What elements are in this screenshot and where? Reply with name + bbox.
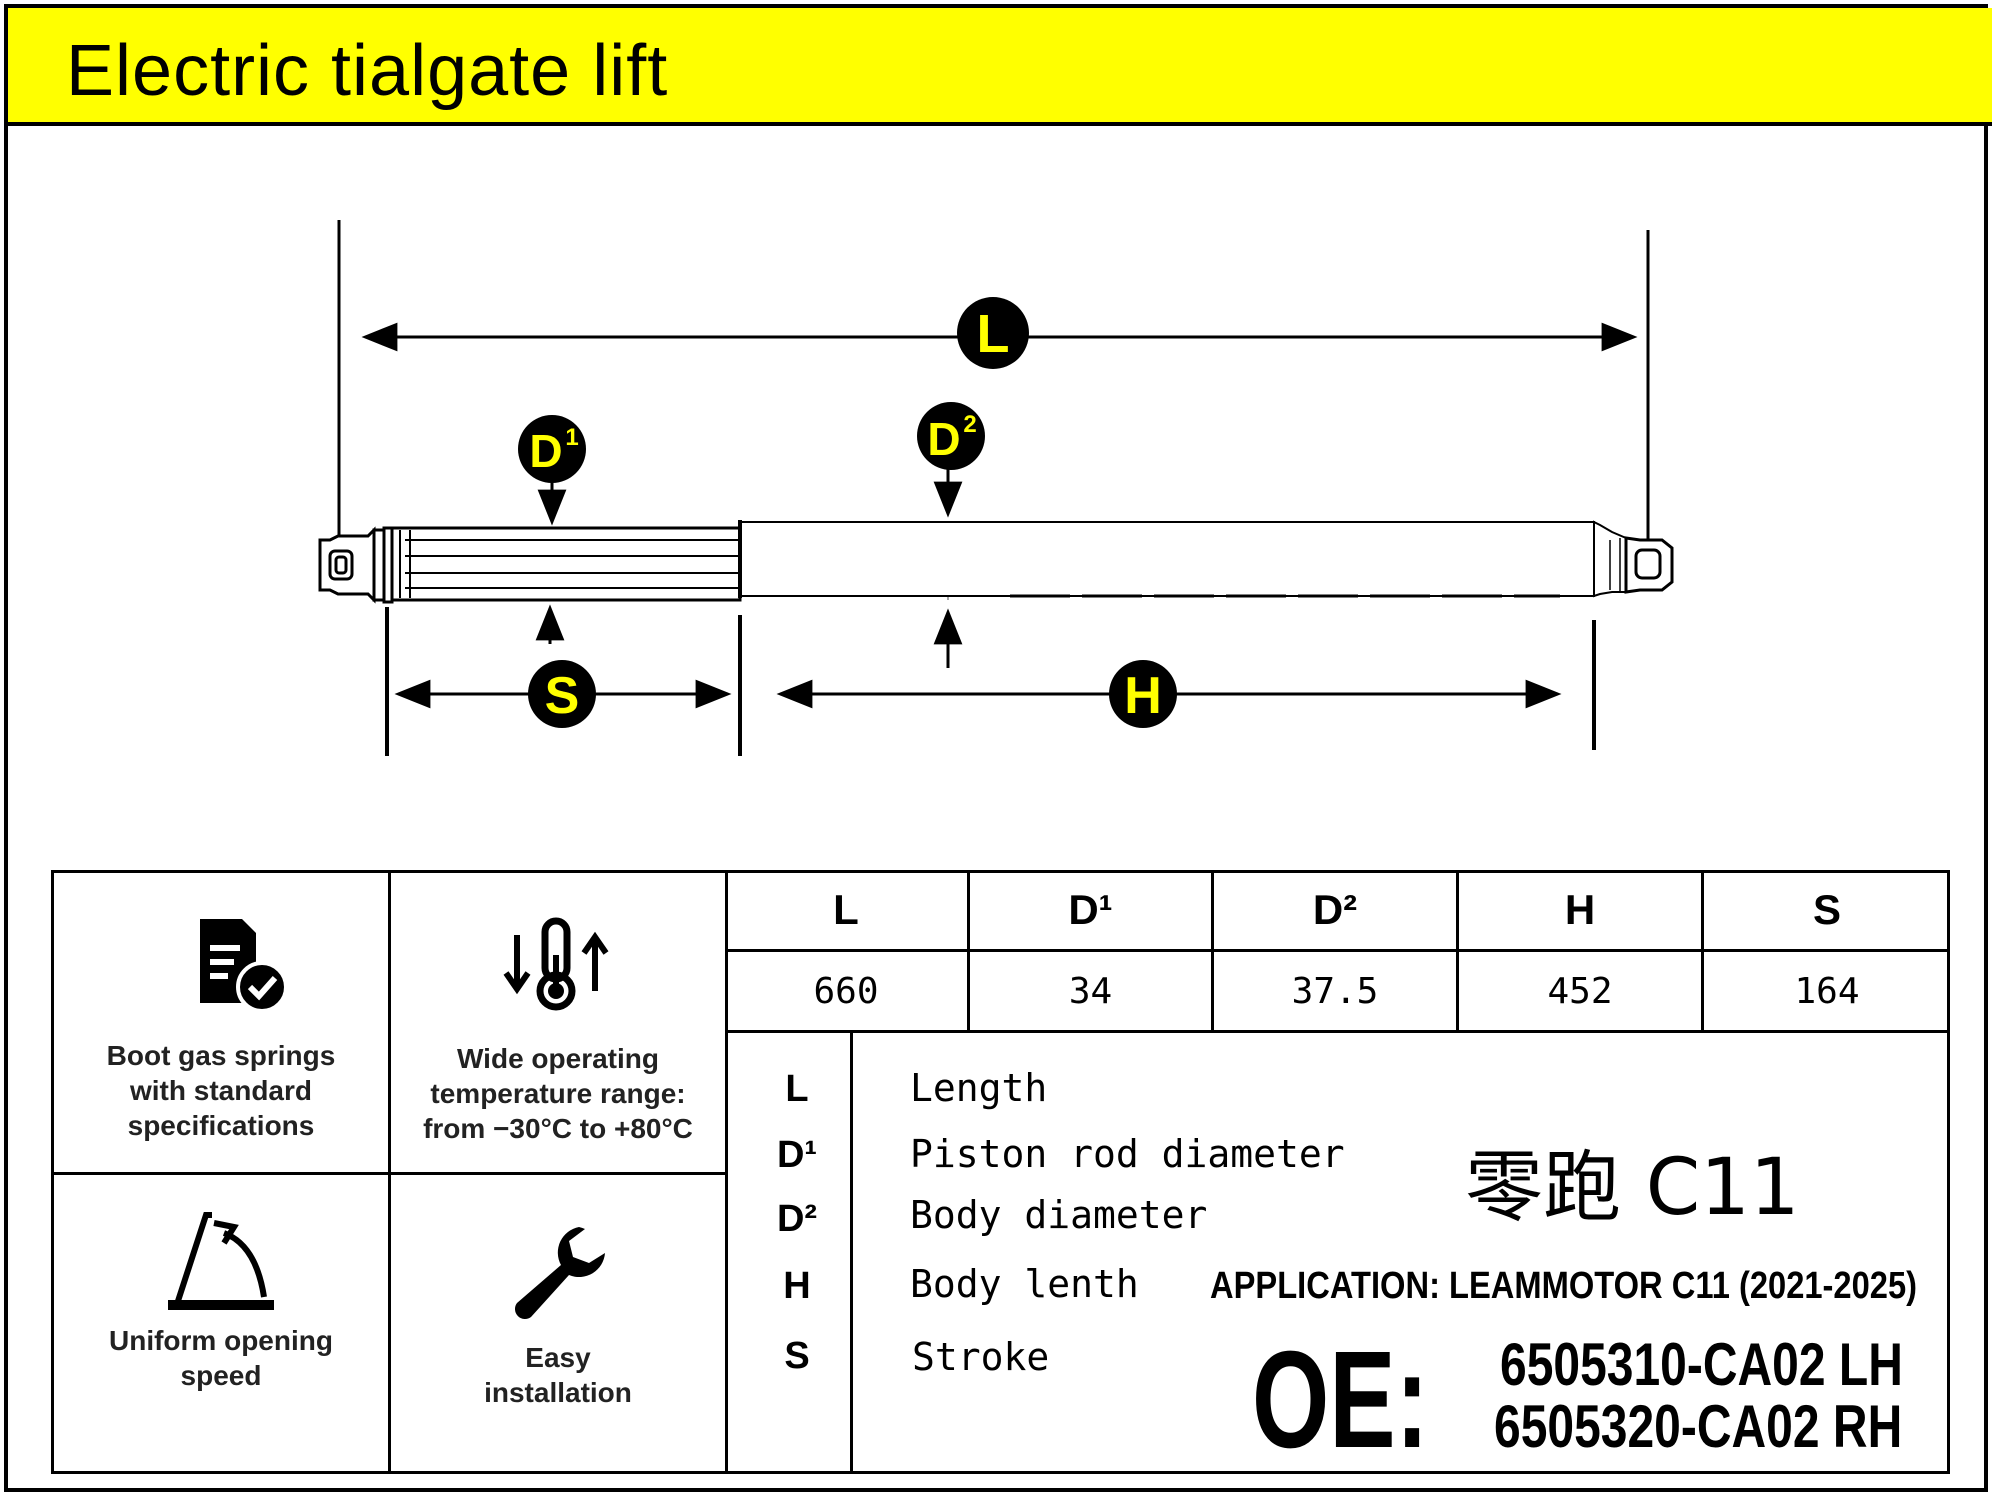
legend-text: Body diameter [910,1193,1208,1237]
legend-symbol: H [783,1265,811,1307]
badge-label-D1: D [529,425,562,477]
wrench-icon [515,1227,605,1319]
gas-spring-diagram: L D 1 D 2 S H [318,220,1674,756]
spec-header-D1: D¹ [970,870,1214,952]
legend-text: Length [910,1066,1048,1110]
feature-opening-speed: Uniform opening speed [51,1172,391,1474]
badge-D1: D 1 [518,415,586,483]
badge-label-L: L [977,304,1010,364]
spec-table [725,870,1950,1474]
feature-standard-specs: Boot gas springs with standard specifica… [51,870,391,1175]
outer-frame [4,4,1988,1492]
application-text: APPLICATION: LEAMMOTOR C11 (2021-2025) [1210,1265,1918,1307]
spec-value-D2: 37.5 [1214,952,1459,1033]
gas-spring [318,520,1674,604]
badge-label-D1-sup: 1 [565,424,578,451]
feature-line: Wide operating [457,1043,659,1074]
legend-text: Body lenth [910,1262,1139,1306]
badge-label-S: S [545,667,580,725]
legend-symbol: L [785,1068,809,1110]
feature-line: speed [180,1360,262,1391]
model-name: 零跑 C11 [1465,1143,1800,1233]
feature-line: Boot gas springs [106,1040,336,1071]
title-bar: Electric tialgate lift [8,8,1992,126]
legend-symbol: S [784,1335,810,1377]
spec-value-S: 164 [1704,952,1950,1033]
document-check-icon [200,919,288,1013]
feature-line: Easy [525,1342,591,1373]
feature-easy-installation: Easy installation [388,1172,728,1474]
feature-temperature: Wide operating temperature range: from −… [388,870,728,1175]
spec-header-H: H [1459,870,1704,952]
spec-header-D2: D² [1214,870,1459,952]
badge-D2: D 2 [917,402,985,470]
feature-line: with standard [129,1075,312,1106]
spec-header-S: S [1704,870,1950,952]
badge-label-D2: D [927,413,960,465]
spec-value-H: 452 [1459,952,1704,1033]
legend-symbol: D¹ [776,1134,818,1176]
feature-line: temperature range: [430,1078,686,1109]
spec-value-L: 660 [725,952,970,1033]
feature-line: specifications [127,1110,315,1141]
oe-number-rh: 6505320-CA02 RH [1494,1393,1903,1460]
legend-text: Piston rod diameter [910,1132,1345,1176]
spec-header-L: L [725,870,970,952]
legend-text: Stroke [912,1335,1050,1379]
thermometer-icon [503,917,609,1011]
badge-label-D2-sup: 2 [963,411,976,438]
legend-symbol: D² [776,1198,818,1240]
spec-value-D1: 34 [970,952,1214,1033]
feature-line: from −30°C to +80°C [423,1113,693,1144]
page-title: Electric tialgate lift [66,31,669,111]
feature-line: Uniform opening [109,1325,333,1356]
oe-label: OE: [1252,1323,1429,1477]
feature-line: installation [484,1377,632,1408]
opening-angle-icon [168,1212,274,1310]
badge-label-H: H [1124,667,1162,725]
badge-L: L [957,297,1029,369]
legend-divider [850,1033,853,1474]
oe-number-lh: 6505310-CA02 LH [1500,1331,1903,1398]
badge-S: S [528,660,596,728]
badge-H: H [1109,660,1177,728]
